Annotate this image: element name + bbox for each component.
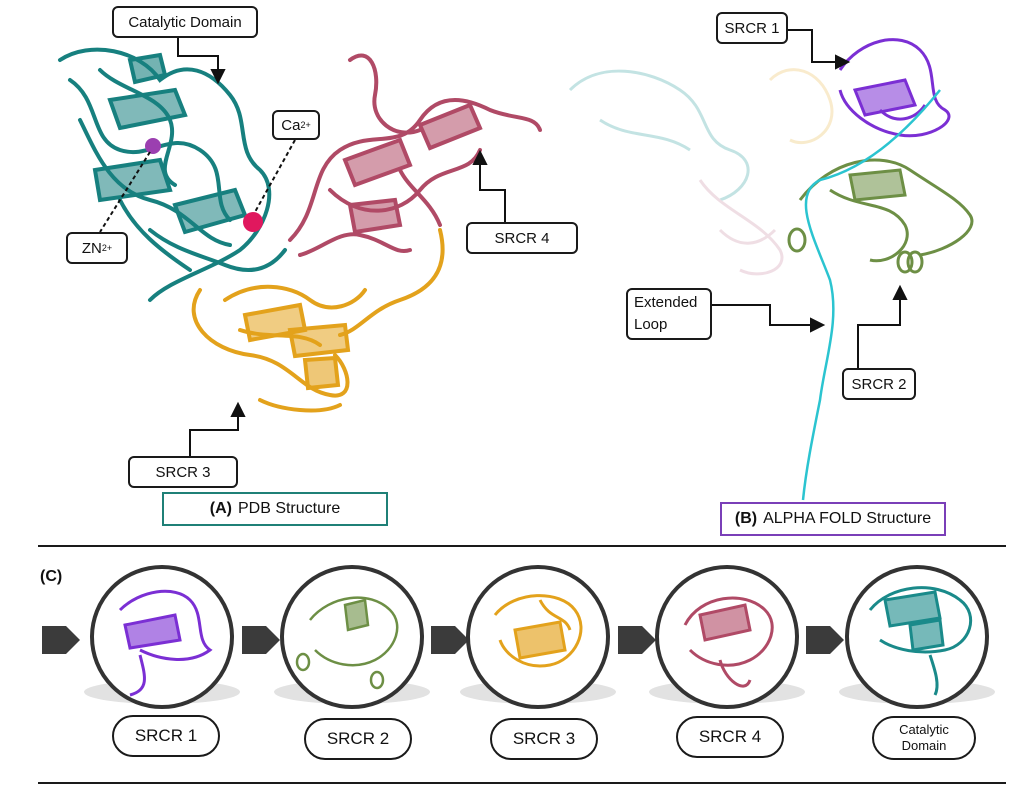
domain-circle-catalytic — [845, 565, 989, 709]
catalytic-domain-icon — [868, 586, 973, 696]
label-srcr4-a-text: SRCR 4 — [494, 229, 550, 247]
panelA-leaders — [99, 38, 506, 456]
srcr2-domain-icon — [295, 596, 399, 690]
calcium-ion — [243, 212, 263, 232]
label-srcr3-a: SRCR 3 — [128, 456, 238, 488]
catalytic-domain-structure — [58, 47, 287, 302]
panelC-letter: (C) — [40, 568, 62, 586]
label-extended-loop: Extended Loop — [626, 288, 712, 340]
pill-catalytic-domain: Catalytic Domain — [872, 716, 976, 760]
flow-arrow-icon — [618, 626, 656, 654]
pill-srcr4: SRCR 4 — [676, 716, 784, 758]
label-srcr2-b-text: SRCR 2 — [851, 375, 907, 393]
label-srcr1-b: SRCR 1 — [716, 12, 788, 44]
pill-catalytic-line2: Domain — [901, 738, 947, 753]
label-srcr1-b-text: SRCR 1 — [724, 19, 780, 37]
pill-srcr1-text: SRCR 1 — [134, 726, 198, 745]
panelB-leaders — [712, 29, 908, 368]
pill-srcr4-text: SRCR 4 — [698, 727, 762, 746]
zinc-label-base: ZN — [81, 239, 102, 257]
domain-circle-srcr1 — [90, 565, 234, 709]
panelA-title-text: PDB Structure — [237, 500, 341, 517]
panelB-title: (B) ALPHA FOLD Structure — [720, 502, 946, 536]
srcr4-domain-icon — [683, 596, 774, 688]
label-catalytic-domain-text: Catalytic Domain — [128, 13, 242, 31]
pill-catalytic-line1: Catalytic — [899, 722, 949, 737]
flow-arrow-icon — [431, 626, 469, 654]
srcr3-domain-icon — [493, 594, 583, 668]
calcium-label-base: Ca — [281, 116, 301, 134]
panelA-letter: (A) — [209, 500, 232, 517]
label-catalytic-domain: Catalytic Domain — [112, 6, 258, 38]
panelB-title-text: ALPHA FOLD Structure — [763, 510, 932, 527]
pill-srcr1: SRCR 1 — [112, 715, 220, 757]
pill-srcr3: SRCR 3 — [490, 718, 598, 760]
divider-top — [38, 545, 1006, 547]
alphafold-faded-structure — [568, 68, 834, 276]
domain-circle-srcr4 — [655, 565, 799, 709]
pill-srcr2: SRCR 2 — [304, 718, 412, 760]
calcium-label-sup: 2+ — [300, 120, 311, 130]
label-srcr4-a: SRCR 4 — [466, 222, 578, 254]
panelB-letter: (B) — [734, 510, 758, 527]
pill-srcr3-text: SRCR 3 — [512, 729, 576, 748]
zinc-ion — [145, 138, 161, 154]
label-extended-loop-line1: Extended — [634, 294, 698, 311]
label-srcr3-a-text: SRCR 3 — [155, 463, 211, 481]
pill-srcr2-text: SRCR 2 — [326, 729, 390, 748]
flow-arrow-icon — [42, 626, 80, 654]
extended-loop-structure — [801, 89, 941, 501]
label-srcr2-b: SRCR 2 — [842, 368, 916, 400]
alphafold-srcr1 — [838, 38, 951, 138]
zinc-label-sup: 2+ — [101, 243, 113, 253]
divider-bottom — [38, 782, 1006, 784]
alphafold-srcr2 — [787, 158, 974, 274]
domain-circle-srcr3 — [466, 565, 610, 709]
flow-arrow-icon — [806, 626, 844, 654]
label-extended-loop-line2: Loop — [634, 316, 668, 333]
srcr4-structure — [288, 53, 542, 257]
panelC-letter-text: (C) — [40, 568, 63, 585]
srcr3-structure — [191, 228, 445, 413]
srcr1-domain-icon — [118, 589, 213, 697]
panelA-title: (A) PDB Structure — [162, 492, 388, 526]
flow-arrows — [42, 626, 844, 654]
domain-circle-srcr2 — [280, 565, 424, 709]
flow-arrow-icon — [242, 626, 280, 654]
